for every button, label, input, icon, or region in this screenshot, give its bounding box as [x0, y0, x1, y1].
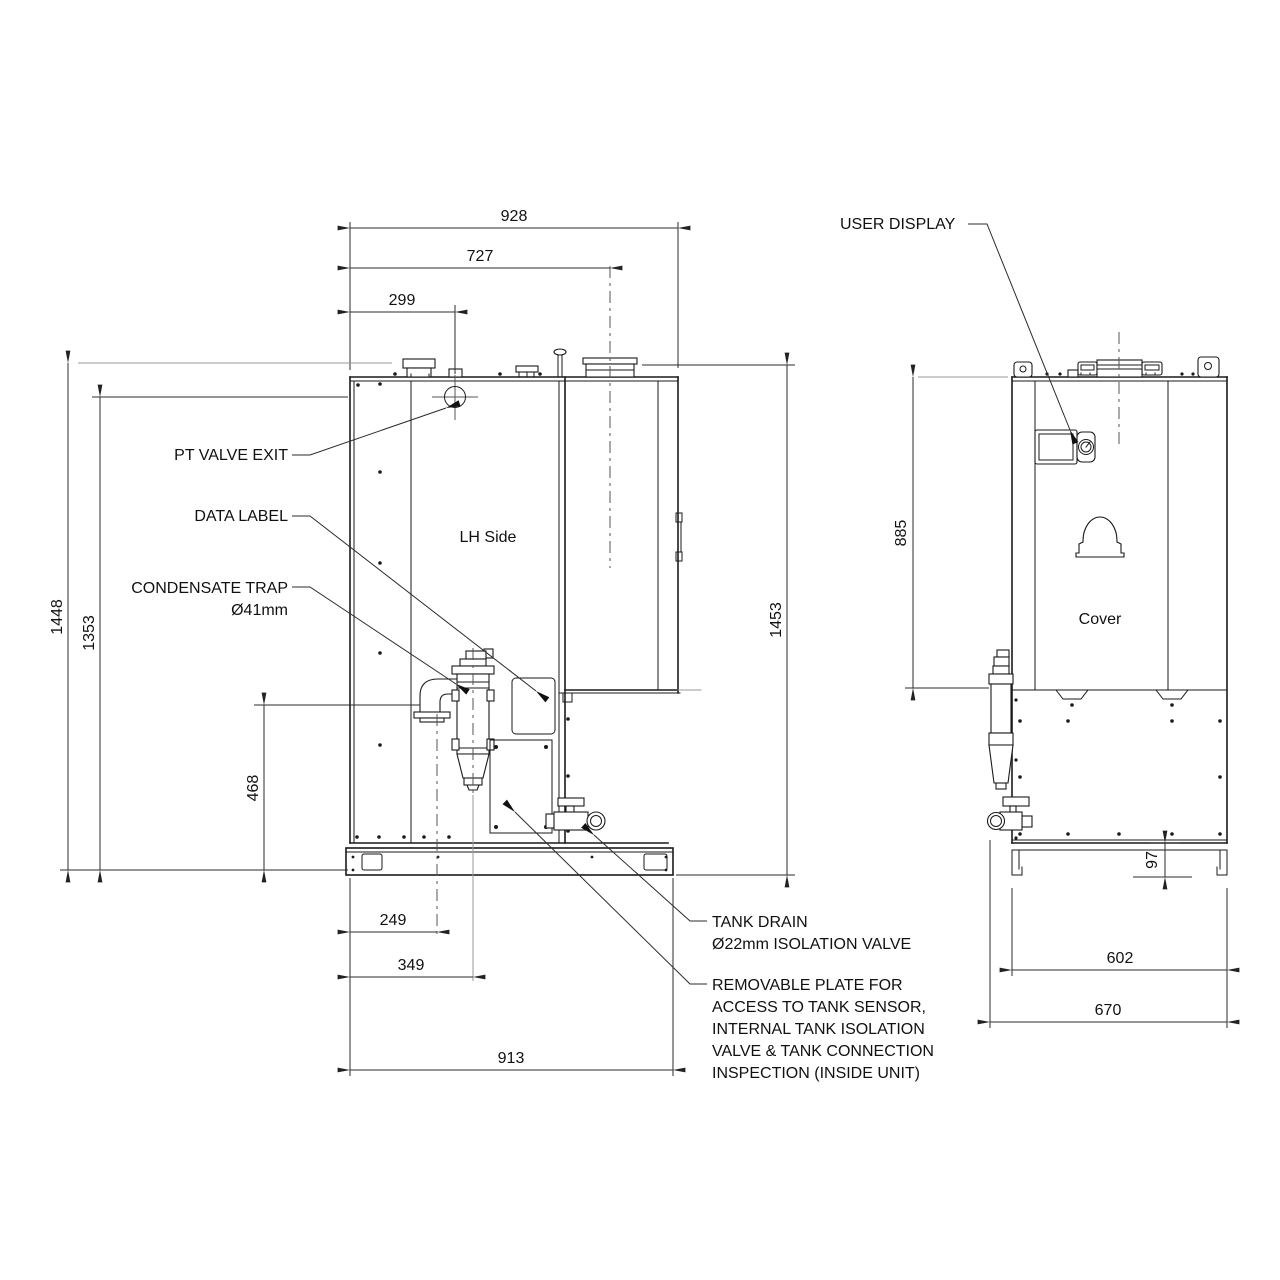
- dim-depth-to-pt-valve: 299: [389, 292, 416, 309]
- removable-access-plate: [489, 739, 553, 834]
- user-display-panel: [1034, 429, 1096, 465]
- drain-valve-profile: [986, 796, 1033, 840]
- dim-depth-to-flue: 727: [467, 248, 494, 265]
- left-view: [345, 266, 702, 981]
- dim-cover-height: 885: [893, 520, 910, 547]
- small-top-fitting: [515, 365, 539, 378]
- annotation-pt-valve-exit: PT VALVE EXIT: [174, 447, 288, 464]
- leader-data-label: [292, 515, 550, 703]
- dim-height-overall: 1448: [49, 599, 66, 635]
- tank-drain-valve: [545, 797, 606, 831]
- base-frame: [345, 847, 674, 876]
- dim-height-to-flue-top: 1453: [768, 602, 785, 638]
- annotation-removable-plate-line2: ACCESS TO TANK SENSOR,: [712, 999, 926, 1016]
- dimension-lines: [60, 222, 1240, 1076]
- leader-lines: [292, 223, 1079, 985]
- dim-base-height: 97: [1144, 851, 1161, 869]
- leader-removable-plate: [502, 799, 707, 985]
- dim-drain-pipe-offset: 249: [380, 912, 407, 929]
- lifting-eye-left: [1013, 361, 1033, 378]
- annotation-removable-plate-line3: INTERNAL TANK ISOLATION: [712, 1021, 925, 1038]
- pt-valve-cap-fitting: [402, 358, 436, 378]
- annotation-data-label: DATA LABEL: [194, 508, 288, 525]
- dim-depth-overall: 928: [501, 208, 528, 225]
- dim-trap-offset: 349: [398, 957, 425, 974]
- annotation-tank-drain-line1: TANK DRAIN: [712, 914, 808, 931]
- lifting-eye-right: [1197, 356, 1220, 378]
- annotation-tank-drain-line2: Ø22mm ISOLATION VALVE: [712, 936, 911, 953]
- annotation-removable-plate-line4: VALVE & TANK CONNECTION: [712, 1043, 934, 1060]
- dim-height-to-condensate: 468: [245, 775, 262, 802]
- annotation-removable-plate-line5: INSPECTION (INSIDE UNIT): [712, 1065, 920, 1082]
- condensate-trap-profile: [988, 649, 1018, 790]
- foot-right: [1216, 849, 1228, 876]
- sensor-pipe: [553, 348, 567, 378]
- cable-dome: [1075, 516, 1125, 558]
- leader-condensate-trap: [292, 586, 470, 695]
- view-label-cover: Cover: [1079, 611, 1122, 628]
- drawing-text: 928 727 299 249 349 913 602 670 1448 135…: [49, 208, 1161, 1082]
- data-label-plate: [511, 677, 556, 735]
- lower-panel: [1018, 689, 1222, 836]
- dim-width-overall: 670: [1095, 1002, 1122, 1019]
- left-view-screws: [355, 382, 570, 839]
- pt-valve-exit-hole: [432, 375, 478, 420]
- left-view-body: [349, 376, 702, 844]
- right-view: [905, 332, 1228, 876]
- leader-tank-drain: [581, 823, 707, 922]
- dim-feet-width: 602: [1107, 950, 1134, 967]
- dim-base-depth: 913: [498, 1050, 525, 1067]
- annotation-condensate-trap-line2: Ø41mm: [231, 602, 288, 619]
- view-label-lh-side: LH Side: [460, 529, 517, 546]
- annotation-removable-plate-line1: REMOVABLE PLATE FOR: [712, 977, 903, 994]
- flue-collar-front: [1045, 359, 1195, 378]
- foot-left: [1011, 849, 1023, 876]
- leader-user-display: [968, 223, 1079, 445]
- condensate-trap: [413, 648, 495, 791]
- annotation-user-display: USER DISPLAY: [840, 216, 956, 233]
- dim-height-to-pt-valve: 1353: [81, 615, 98, 651]
- leader-pt-valve-exit: [292, 400, 461, 456]
- annotation-condensate-trap-line1: CONDENSATE TRAP: [131, 580, 288, 597]
